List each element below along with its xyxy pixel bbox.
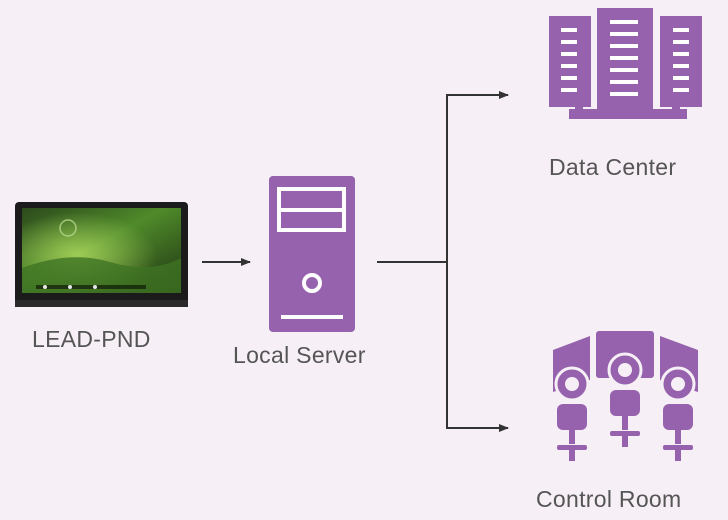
device-label: LEAD-PND — [32, 326, 151, 352]
server-label: Local Server — [233, 342, 366, 368]
tablet-icon — [15, 202, 188, 307]
server-rack-icon — [549, 8, 702, 119]
control-room-label: Control Room — [536, 486, 682, 512]
data-center-label: Data Center — [549, 154, 677, 180]
control-room-operators-icon — [553, 331, 698, 461]
server-tower-icon — [269, 176, 355, 332]
connector-server-branch — [377, 91, 509, 432]
